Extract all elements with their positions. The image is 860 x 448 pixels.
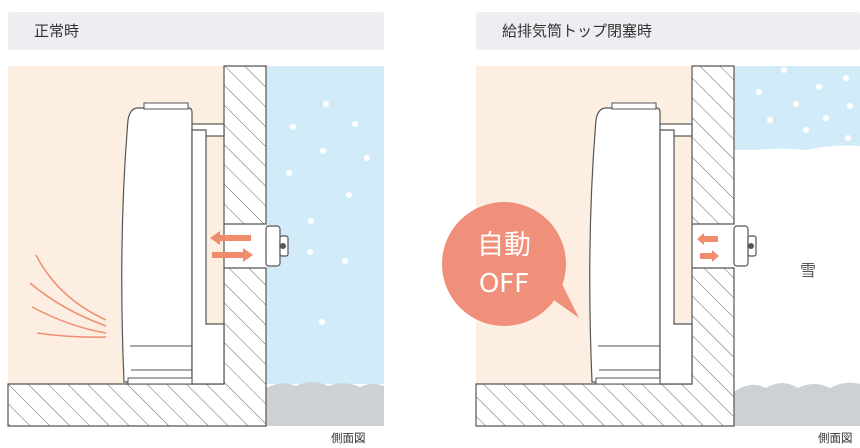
heat-waves-icon	[29, 254, 107, 338]
airflow-arrows-blocked-icon	[697, 233, 719, 262]
snow-label: 雪	[800, 261, 816, 280]
normal-scene	[7, 65, 384, 427]
panel-title-normal-text: 正常時	[34, 22, 80, 40]
panel-title-blocked: 給排気筒トップ閉塞時	[476, 12, 860, 50]
blocked-scene: 雪 自動 OFF	[442, 65, 860, 427]
panel-title-normal: 正常時	[8, 12, 384, 50]
wall-section	[7, 65, 267, 427]
caption-side-view-left: 側面図	[331, 431, 366, 445]
exhaust-pipe-cap-blocked-icon	[733, 225, 757, 267]
ground	[266, 382, 384, 426]
panel-title-blocked-text: 給排気筒トップ閉塞時	[502, 22, 653, 40]
snowflakes-icon	[286, 101, 370, 325]
auto-off-badge: 自動 OFF	[442, 202, 579, 326]
wall-section-blocked	[475, 65, 735, 427]
exhaust-pipe-cap-icon	[265, 225, 289, 267]
badge-line-2: OFF	[479, 269, 529, 299]
heater-unit-blocked-icon	[589, 102, 693, 385]
outdoor-sky-blocked	[734, 66, 860, 150]
snowflakes-blocked-icon	[756, 67, 853, 141]
airflow-arrows-icon	[210, 231, 253, 262]
ground-blocked	[734, 382, 860, 426]
snow-pile	[734, 145, 860, 384]
outdoor-sky	[266, 66, 384, 384]
badge-line-1: 自動	[477, 230, 531, 261]
caption-side-view-right: 側面図	[818, 431, 853, 445]
heater-unit-icon	[121, 102, 225, 385]
